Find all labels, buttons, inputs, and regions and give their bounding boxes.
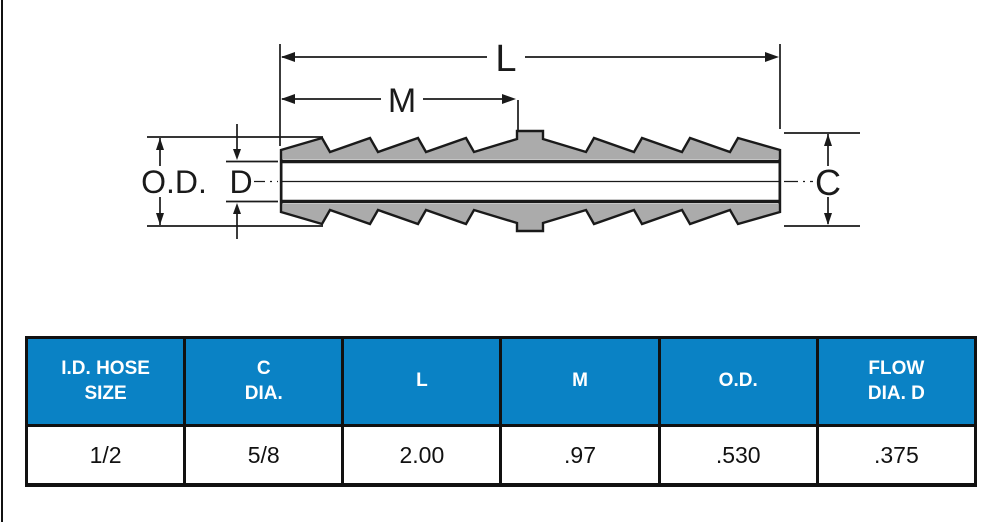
dimension-c: C xyxy=(784,132,860,227)
arrowhead-down-icon xyxy=(824,213,832,225)
dimension-m: M xyxy=(281,82,519,130)
dim-label-c: C xyxy=(815,162,841,203)
spec-table-body: 1/2 5/8 2.00 .97 .530 .375 xyxy=(24,424,978,487)
arrowhead-right-icon xyxy=(765,52,779,62)
arrowhead-right-icon xyxy=(502,94,516,104)
hose-barb-splicer-diagram: L M O.D. D xyxy=(141,38,860,239)
dim-label-l: L xyxy=(495,38,516,80)
col-header-od: O.D. xyxy=(657,336,819,427)
arrowhead-down-icon xyxy=(233,149,241,160)
arrowhead-up-icon xyxy=(824,134,832,146)
dimension-d: D xyxy=(226,124,278,239)
dimension-l: L xyxy=(279,38,781,146)
col-header-m: M xyxy=(499,336,661,427)
dim-label-od: O.D. xyxy=(141,164,207,200)
arrowhead-up-icon xyxy=(233,203,241,214)
fitting-drawing xyxy=(254,129,813,233)
table-row: 1/2 5/8 2.00 .97 .530 .375 xyxy=(24,424,978,487)
arrowhead-up-icon xyxy=(156,138,164,150)
arrowhead-down-icon xyxy=(156,213,164,225)
cell-l: 2.00 xyxy=(341,424,503,487)
dimension-od: O.D. xyxy=(141,136,323,227)
cell-c-dia: 5/8 xyxy=(183,424,345,487)
arrowhead-left-icon xyxy=(281,52,295,62)
cell-id-hose-size: 1/2 xyxy=(24,424,187,487)
col-header-l: L xyxy=(341,336,503,427)
page-left-border xyxy=(1,0,3,522)
arrowhead-left-icon xyxy=(281,94,295,104)
cell-flow-dia-d: .375 xyxy=(815,424,978,487)
dim-label-m: M xyxy=(388,82,416,120)
cell-m: .97 xyxy=(499,424,661,487)
dim-label-d: D xyxy=(229,164,252,200)
cell-od: .530 xyxy=(657,424,819,487)
